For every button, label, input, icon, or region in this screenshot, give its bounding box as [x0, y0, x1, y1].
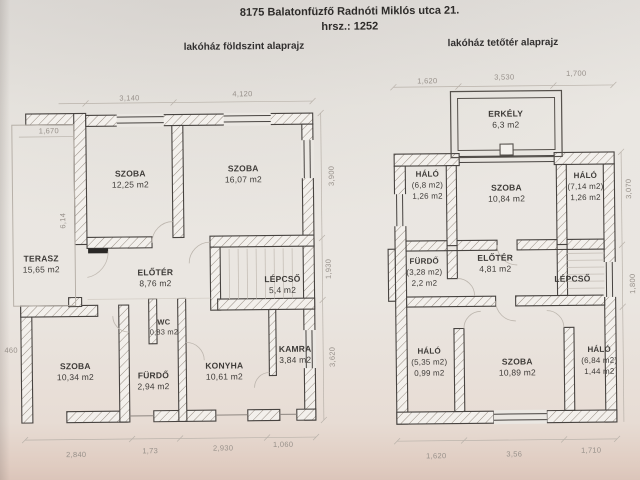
dim-ground-bottom-1: 2,840	[66, 449, 87, 460]
room-label-szoba-ne: SZOBA 16,07 m2	[224, 163, 262, 185]
dim-ground-right-mid: 1,930	[323, 258, 333, 280]
dim-attic-top-2: 3,530	[494, 72, 515, 82]
dim-ground-right-bottom: 3,620	[327, 346, 337, 368]
attic-door-arcs	[457, 245, 565, 329]
page-subtitle-hrsz: hrsz.: 1252	[321, 20, 379, 33]
attic-stairs	[567, 252, 605, 289]
dim-ground-top-left: 3,140	[119, 93, 140, 103]
room-label-attic-lepcso: LÉPCSŐ	[554, 273, 591, 284]
room-label-szoba-sw: SZOBA 10,34 m2	[56, 360, 95, 383]
dim-attic-right-mid: 1,800	[627, 273, 638, 294]
dim-attic-top-1: 1,620	[417, 76, 438, 86]
room-label-halo-se: HÁLÓ (6,84 m2) 1,44 m2	[581, 344, 618, 376]
room-label-furdo: FÜRDŐ 2,94 m2	[137, 370, 170, 392]
room-label-halo-ne: HÁLÓ (7,14 m2) 1,26 m2	[567, 170, 604, 202]
room-label-wc: WC 0,83 m2	[149, 317, 179, 337]
room-label-szoba-s: SZOBA 10,89 m2	[498, 356, 536, 379]
room-label-szoba-nw: SZOBA 12,25 m2	[111, 168, 149, 191]
photo-edge-shadow	[0, 0, 10, 480]
dim-ground-left-top: 1,670	[38, 126, 60, 136]
dimension-lines	[18, 81, 626, 445]
room-label-konyha: KONYHA 10,61 m2	[205, 360, 244, 383]
ground-stairs	[228, 248, 294, 299]
ground-door-arcs	[87, 221, 270, 388]
dim-attic-bottom-3: 1,710	[581, 445, 602, 455]
attic-plan-title: lakóház tetőtér alaprajz	[447, 36, 559, 50]
room-label-attic-eloter: ELŐTÉR 4,81 m2	[477, 252, 514, 275]
room-label-erkely: ERKÉLY 6,3 m2	[488, 108, 524, 131]
dim-ground-top-right: 4,120	[232, 89, 253, 99]
room-label-szoba-n: SZOBA 10,84 m2	[488, 182, 526, 205]
room-label-halo-nw: HÁLÓ (6,8 m2) 1,26 m2	[411, 169, 444, 201]
ground-plan-title: lakóház földszint alaprajz	[183, 40, 305, 53]
dim-ground-bottom-3: 2,930	[212, 443, 234, 453]
room-label-eloter: ELŐTÉR 8,76 m2	[137, 267, 174, 289]
page-title: 8175 Balatonfüzfő Radnóti Miklós utca 21…	[239, 4, 460, 19]
dim-attic-bottom-2: 3,56	[506, 449, 523, 459]
terrace-door	[87, 248, 109, 278]
dim-ground-bottom-4: 1,060	[272, 439, 294, 450]
dim-ground-bottom-2: 1,73	[142, 446, 159, 456]
dim-ground-left-side: 6,14	[58, 212, 68, 229]
attic-windows	[393, 155, 617, 425]
dim-attic-right-top: 3,070	[623, 178, 634, 199]
ground-windows	[116, 112, 317, 417]
room-label-halo-sw: HÁLÓ (5,35 m2) 0,99 m2	[411, 346, 448, 378]
room-label-attic-furdo: FÜRDŐ (3,28 m2) 2,2 m2	[406, 256, 443, 288]
room-label-terasz: TERASZ 15,65 m2	[22, 253, 60, 276]
room-label-lepcso: LÉPCSŐ 5,4 m2	[264, 273, 301, 296]
room-label-kamra: KAMRA 3,84 m2	[278, 343, 312, 366]
balcony-outline	[449, 89, 563, 159]
dim-attic-bottom-1: 1,620	[426, 451, 447, 461]
terrace-outline	[11, 124, 77, 307]
dim-attic-top-3: 1,700	[566, 68, 587, 78]
dim-ground-right-top: 3,900	[326, 165, 336, 187]
attic-plan-walls	[387, 151, 618, 425]
